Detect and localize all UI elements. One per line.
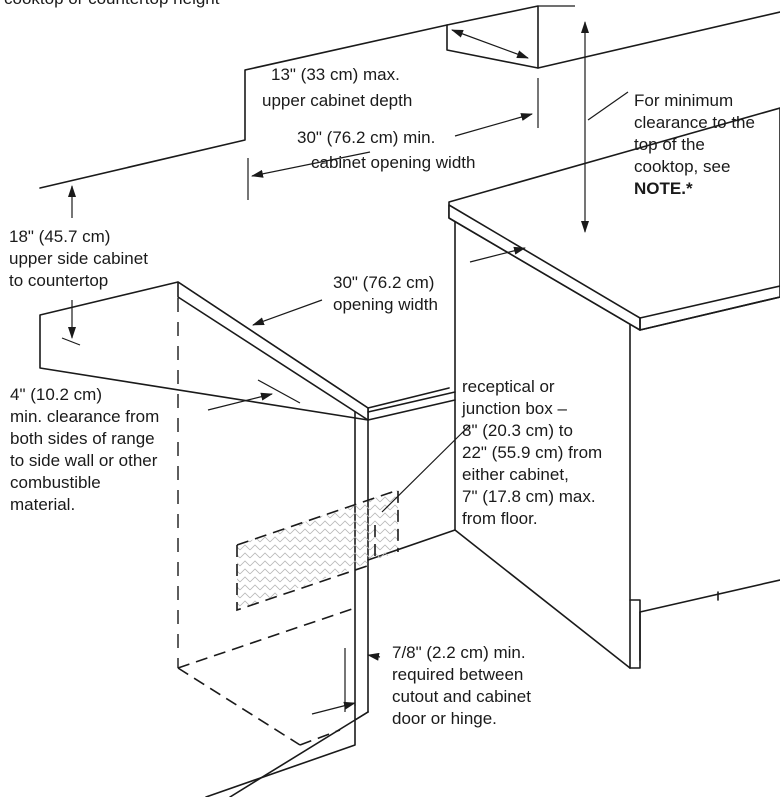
right-base-cabinet: [448, 107, 780, 669]
label-cabinet-opening-width: 30" (76.2 cm) min. cabinet opening width: [297, 128, 475, 172]
label-line: 22" (55.9 cm) from: [462, 443, 602, 462]
label-line: material.: [10, 495, 75, 514]
label-side-clearance: 4" (10.2 cm) min. clearance from both si…: [10, 385, 159, 514]
label-line: required between: [392, 665, 523, 684]
label-line: cooktop, see: [634, 157, 730, 176]
label-line: both sides of range: [10, 429, 155, 448]
label-line: 18" (45.7 cm): [9, 227, 110, 246]
label-line: junction box –: [461, 399, 567, 418]
label-line: clearance to the: [634, 113, 755, 132]
label-line: either cabinet,: [462, 465, 569, 484]
label-line: 7" (17.8 cm) max.: [462, 487, 596, 506]
label-line: 4" (10.2 cm): [10, 385, 102, 404]
label-line: 30" (76.2 cm): [333, 273, 434, 292]
label-line: For minimum: [634, 91, 733, 110]
label-line: top of the: [634, 135, 705, 154]
label-line: upper cabinet depth: [262, 91, 412, 110]
label-line: min. clearance from: [10, 407, 159, 426]
label-min-clearance: For minimum clearance to the top of the …: [634, 91, 755, 198]
header-fragment: cooktop or countertop height: [4, 0, 220, 8]
label-opening-width: 30" (76.2 cm) opening width: [333, 273, 438, 314]
label-junction-box: receptical or junction box – 8" (20.3 cm…: [461, 377, 602, 528]
label-line: 7/8" (2.2 cm) min.: [392, 643, 526, 662]
label-upper-cabinet-depth: 13" (33 cm) max. upper cabinet depth: [262, 65, 412, 110]
label-side-cabinet-height: 18" (45.7 cm) upper side cabinet to coun…: [9, 227, 148, 290]
label-line: to side wall or other: [10, 451, 158, 470]
label-line: 30" (76.2 cm) min.: [297, 128, 435, 147]
label-line: door or hinge.: [392, 709, 497, 728]
dimension-arrows: [61, 21, 629, 715]
left-base-cabinet: [39, 281, 456, 798]
label-line: receptical or: [462, 377, 555, 396]
label-line: 8" (20.3 cm) to: [462, 421, 573, 440]
label-cutout-clearance: 7/8" (2.2 cm) min. required between cuto…: [392, 643, 531, 728]
label-line: opening width: [333, 295, 438, 314]
label-line: 13" (33 cm) max.: [271, 65, 400, 84]
label-line: to countertop: [9, 271, 108, 290]
junction-box: [236, 488, 399, 612]
label-line: from floor.: [462, 509, 538, 528]
upper-cabinet-outline: [39, 5, 780, 200]
label-line: upper side cabinet: [9, 249, 148, 268]
label-line: combustible: [10, 473, 101, 492]
note-reference: NOTE.*: [634, 179, 693, 198]
label-line: cutout and cabinet: [392, 687, 531, 706]
label-line: cabinet opening width: [311, 153, 475, 172]
